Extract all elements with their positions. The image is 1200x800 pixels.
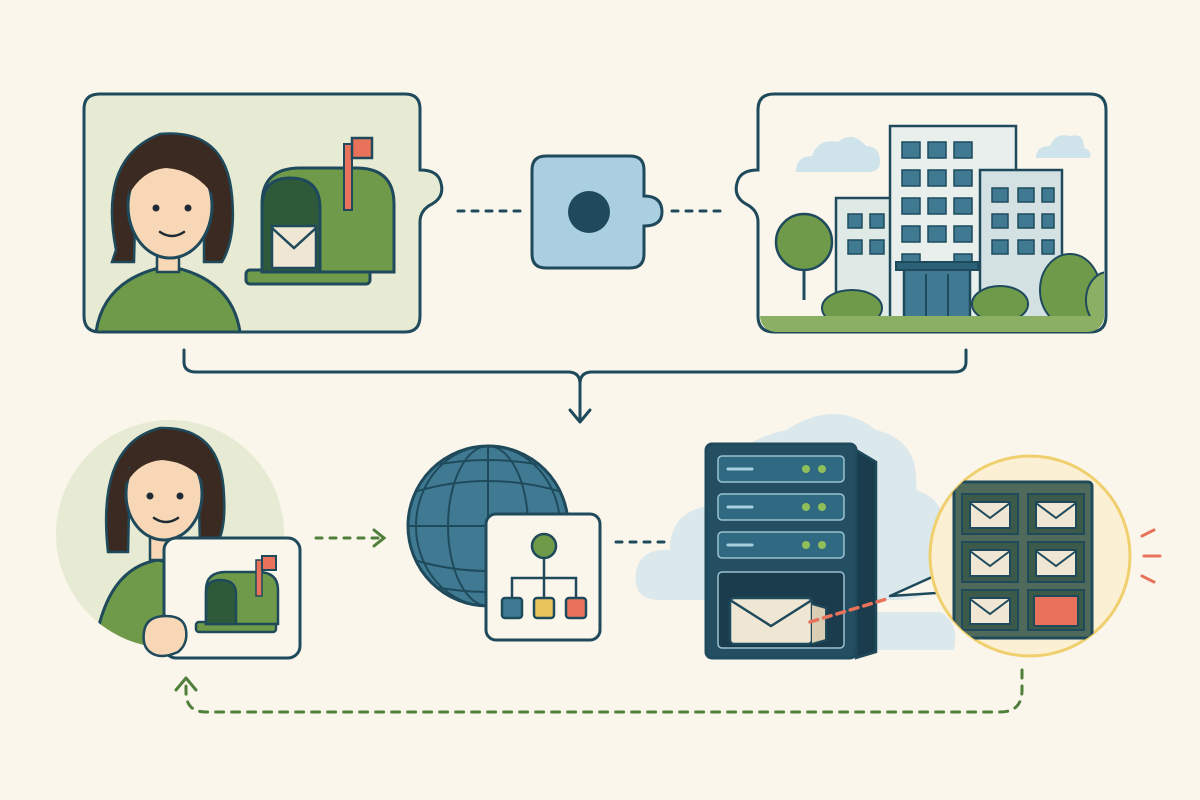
mailbox-card — [162, 536, 302, 660]
merge-arrow-icon — [182, 348, 968, 424]
hand — [142, 614, 188, 658]
mailbox-icon — [244, 136, 396, 286]
mailbox-zoom-callout — [888, 454, 1162, 658]
mail-server-node — [635, 414, 956, 660]
internet-node — [406, 444, 602, 642]
mailbox-icon-small — [194, 555, 280, 634]
cloud-icon — [796, 136, 880, 172]
highlighted-mailbox — [1033, 595, 1079, 627]
organization-panel — [734, 92, 1108, 334]
office-building-icon — [834, 124, 1064, 322]
flag-icon-small — [261, 555, 277, 571]
tree-icon — [774, 212, 834, 300]
server-rack-icon — [704, 442, 878, 660]
alert-sparkle-icon — [1140, 528, 1162, 584]
sender-panel — [82, 92, 444, 334]
pointer-line — [808, 596, 892, 624]
puzzle-connector-icon — [530, 154, 664, 270]
routing-hierarchy-icon — [484, 512, 602, 642]
arrow-icon-to-globe — [314, 528, 387, 548]
flag-icon — [350, 136, 374, 160]
return-arrow-icon — [174, 668, 1024, 714]
sender-circle — [56, 420, 302, 660]
cloud-icon-small — [1036, 135, 1091, 158]
person-icon — [94, 132, 242, 332]
mailbox-grid-icon — [952, 480, 1094, 640]
envelope-icon — [270, 224, 318, 270]
